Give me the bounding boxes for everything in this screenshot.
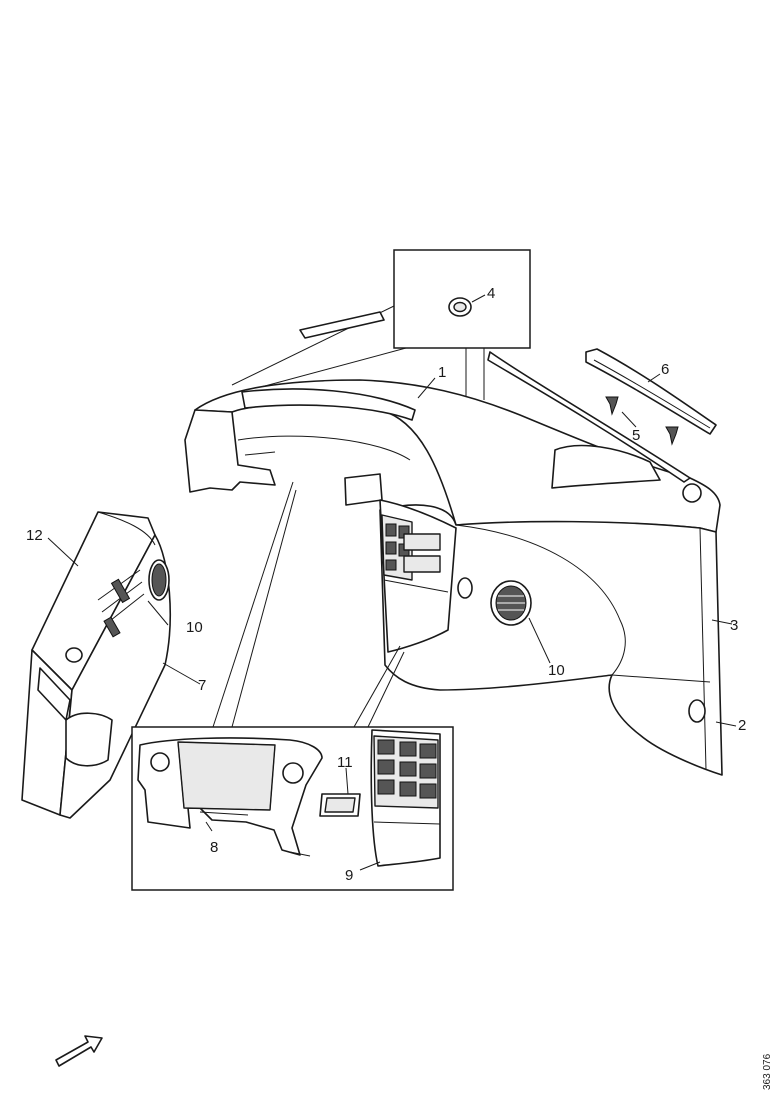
callout-4: 4 xyxy=(487,285,495,302)
callout-5: 5 xyxy=(632,427,640,444)
callout-3: 3 xyxy=(730,617,738,634)
clip-parts xyxy=(605,396,679,446)
arrow-up-right-icon xyxy=(55,1035,103,1067)
switch-panel xyxy=(379,499,457,653)
callout-12: 12 xyxy=(26,527,43,544)
callout-1: 1 xyxy=(438,364,446,381)
outer-arch-panel xyxy=(379,504,723,776)
side-panel xyxy=(21,511,171,819)
switch-panel-detail xyxy=(370,729,441,867)
bracket-panel-part xyxy=(137,737,323,857)
trim-strip xyxy=(585,348,717,435)
detail-box-lower xyxy=(131,481,454,891)
drawing-code: 363 076 xyxy=(762,1053,773,1090)
ring-part xyxy=(457,577,473,599)
leader-lines xyxy=(47,373,737,871)
callout-labels: 1 2 3 4 5 6 7 8 9 10 10 11 12 xyxy=(26,285,746,884)
detail-box-fastener xyxy=(231,249,531,578)
callout-2: 2 xyxy=(738,717,746,734)
callout-9: 9 xyxy=(345,867,353,884)
fastener-nut-part xyxy=(448,297,472,317)
callout-7: 7 xyxy=(198,677,206,694)
callout-6: 6 xyxy=(661,361,669,378)
callout-10-main: 10 xyxy=(548,662,565,679)
cover-plate-part xyxy=(319,793,361,817)
callout-10-left: 10 xyxy=(186,619,203,636)
speaker-grille-part xyxy=(490,580,532,626)
callout-8: 8 xyxy=(210,839,218,856)
callout-11: 11 xyxy=(337,754,353,771)
wheelhouse-panel xyxy=(184,311,721,533)
